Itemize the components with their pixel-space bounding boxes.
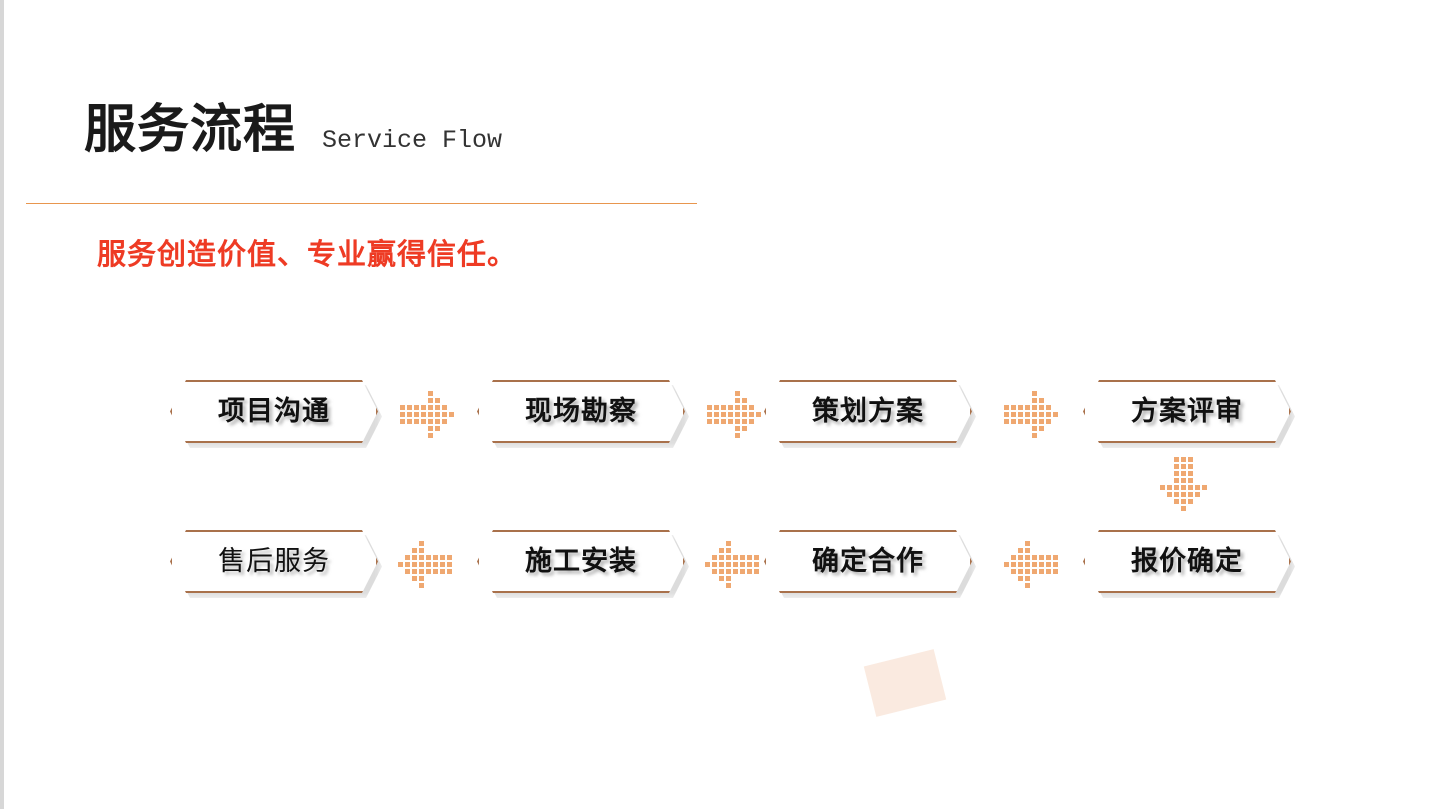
node-body: 确定合作 [764,530,972,593]
node-body: 策划方案 [764,380,972,443]
page-header: 服务流程 Service Flow [84,104,502,174]
flow-arrow-left-1 [392,535,454,588]
flow-node-label: 项目沟通 [218,396,330,426]
flow-node-row1-1[interactable]: 项目沟通 [170,380,378,443]
header-divider [26,203,697,204]
flow-node-label: 确定合作 [812,546,924,576]
left-edge-strip [0,0,4,809]
flow-node-label: 现场勘察 [525,396,637,426]
node-body: 售后服务 [170,530,378,593]
flow-arrow-right-1 [398,385,460,438]
flow-node-label: 售后服务 [218,546,330,576]
flow-node-row2-2[interactable]: 施工安装 [477,530,685,593]
flow-node-row2-3[interactable]: 确定合作 [764,530,972,593]
flow-node-label: 方案评审 [1131,396,1243,426]
node-body: 施工安装 [477,530,685,593]
flow-arrow-left-3 [998,535,1060,588]
node-body: 项目沟通 [170,380,378,443]
flow-node-label: 报价确定 [1131,546,1243,576]
decorative-rotated-square [863,649,947,717]
flow-arrow-down-connector [1160,455,1213,517]
flow-node-row1-4[interactable]: 方案评审 [1083,380,1291,443]
flow-node-label: 施工安装 [525,546,637,576]
page-title: 服务流程 [84,101,297,159]
node-body: 现场勘察 [477,380,685,443]
flow-node-row2-4[interactable]: 报价确定 [1083,530,1291,593]
node-body: 方案评审 [1083,380,1291,443]
flow-node-row1-3[interactable]: 策划方案 [764,380,972,443]
flow-node-row2-1[interactable]: 售后服务 [170,530,378,593]
flow-node-label: 策划方案 [812,396,924,426]
flow-node-row1-2[interactable]: 现场勘察 [477,380,685,443]
flow-arrow-right-3 [1002,385,1064,438]
node-body: 报价确定 [1083,530,1291,593]
page-subtitle-en: Service Flow [322,126,503,155]
flow-arrow-right-2 [705,385,767,438]
flow-arrow-left-2 [699,535,761,588]
slogan-text: 服务创造价值、专业赢得信任。 [97,239,518,271]
